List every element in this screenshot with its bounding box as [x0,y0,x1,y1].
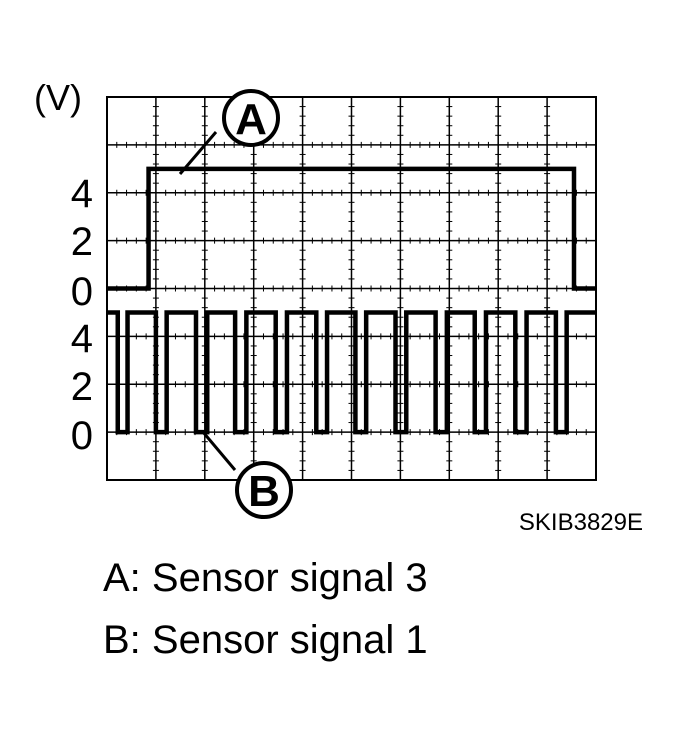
grid [106,96,597,481]
upper-tick-label: 4 [71,172,93,216]
marker-a-circle [222,89,280,147]
marker-a-letter: A [235,95,267,144]
marker-b-letter: B [248,467,280,516]
lower-tick-label: 2 [71,365,93,409]
marker-b-leader [201,431,237,471]
marker-a-leader [178,131,218,175]
upper-tick-label: 2 [71,220,93,264]
legend-signal-a: A: Sensor signal 3 [103,556,428,600]
traces [107,166,596,435]
figure-code: SKIB3829E [519,509,643,536]
trace-a-sensor-signal-3 [107,166,596,291]
lower-tick-label: 4 [71,317,93,361]
legend-signal-b: B: Sensor signal 1 [103,618,428,662]
marker-b-circle [235,461,293,519]
upper-tick-label: 0 [71,270,93,314]
unit-label: (V) [34,77,82,118]
trace-b-sensor-signal-1 [107,310,596,435]
lower-tick-label: 0 [71,414,93,458]
